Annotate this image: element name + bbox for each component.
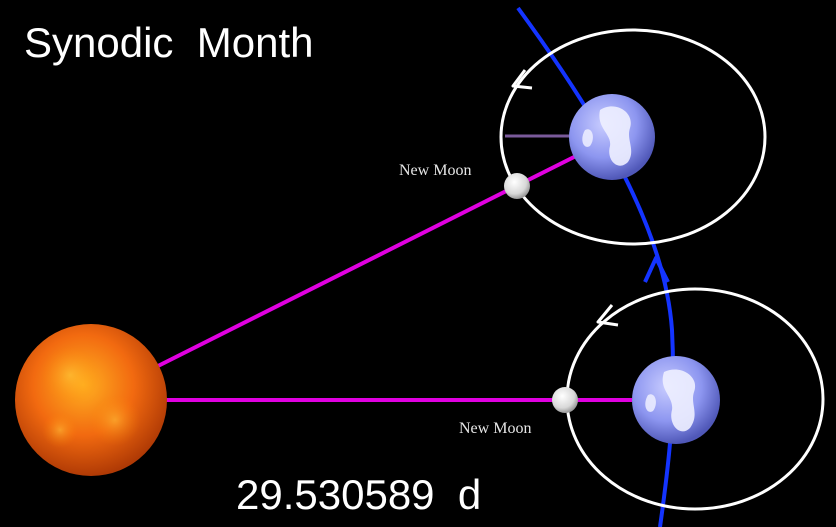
moon-orbit-arrow-top-icon [511,69,533,90]
new-moon-label-bottom: New Moon [459,420,532,437]
moon-icon [504,173,530,199]
earth-orbit-path [516,6,676,527]
moon-orbit-arrow-bottom-icon [596,304,619,327]
sun-icon [15,324,167,476]
diagram-title: Synodic Month [24,19,314,66]
moon-icon [552,387,578,413]
earth-icon [632,356,720,444]
moon-orbit-top [499,28,767,246]
new-moon-label-top: New Moon [399,162,472,179]
synodic-period-value: 29.530589 d [236,471,482,518]
orbit-direction-arrow-icon [643,256,670,283]
earth-icon [569,94,655,180]
